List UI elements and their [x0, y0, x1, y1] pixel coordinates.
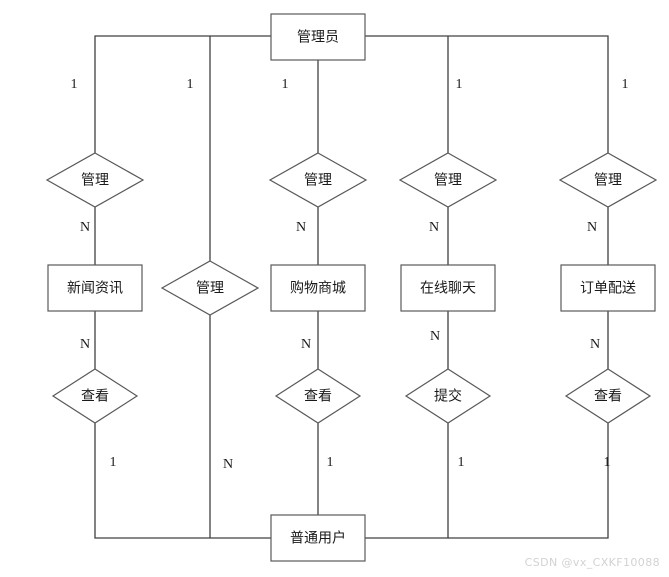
relationship-label-view-mall: 查看 — [304, 388, 332, 404]
entity-box-order — [560, 264, 656, 312]
cardinality-card-user-order-1: 1 — [604, 455, 611, 470]
relationship-diamond-manage-mall — [268, 152, 368, 208]
entity-order[interactable]: 订单配送 — [560, 264, 656, 312]
entity-box-admin — [270, 13, 366, 61]
connector-view-order-to-user — [448, 423, 609, 539]
relationship-view-order[interactable]: 查看 — [564, 368, 652, 424]
entity-box-mall — [270, 264, 366, 312]
relationship-diamond-manage-chat — [398, 152, 498, 208]
cardinality-card-admin-user-1: 1 — [187, 77, 194, 92]
relationship-manage-mall[interactable]: 管理 — [268, 152, 368, 208]
entity-label-news: 新闻资讯 — [67, 280, 123, 296]
relationship-manage-order[interactable]: 管理 — [558, 152, 658, 208]
entity-label-user: 普通用户 — [290, 530, 346, 546]
entity-label-mall: 购物商城 — [290, 280, 346, 296]
cardinality-card-admin-mall-1: 1 — [282, 77, 289, 92]
cardinality-card-user-mall-1: 1 — [327, 455, 334, 470]
relationship-view-mall[interactable]: 查看 — [274, 368, 362, 424]
cardinality-card-mall-n: N — [296, 220, 306, 235]
connector-view-news-to-user — [94, 423, 271, 539]
entity-label-admin: 管理员 — [297, 29, 339, 45]
cardinality-card-admin-order-1: 1 — [622, 77, 629, 92]
relationship-diamond-view-news — [51, 368, 139, 424]
relationship-diamond-view-mall — [274, 368, 362, 424]
relationship-manage-user[interactable]: 管理 — [160, 260, 260, 316]
entity-box-chat — [400, 264, 496, 312]
entity-chat[interactable]: 在线聊天 — [400, 264, 496, 312]
relationship-diamond-submit-chat — [404, 368, 492, 424]
relationship-diamond-manage-news — [45, 152, 145, 208]
relationship-submit-chat[interactable]: 提交 — [404, 368, 492, 424]
cardinality-card-news-view-n: N — [80, 337, 90, 352]
relationships-layer: 管理管理管理管理管理查看查看提交查看 — [45, 152, 658, 424]
entity-admin[interactable]: 管理员 — [270, 13, 366, 61]
cardinality-card-user-news-1: 1 — [110, 455, 117, 470]
relationship-view-news[interactable]: 查看 — [51, 368, 139, 424]
entity-box-user — [270, 514, 366, 562]
entity-user[interactable]: 普通用户 — [270, 514, 366, 562]
relationship-label-manage-order: 管理 — [594, 172, 622, 188]
cardinality-card-mall-view-n: N — [301, 337, 311, 352]
csdn-watermark: CSDN @vx_CXKF10088 — [524, 556, 660, 569]
relationship-diamond-manage-user — [160, 260, 260, 316]
entity-box-news — [47, 264, 143, 312]
cardinality-card-user-manage-n: N — [223, 457, 233, 472]
relationship-manage-news[interactable]: 管理 — [45, 152, 145, 208]
relationship-label-manage-news: 管理 — [81, 172, 109, 188]
relationship-label-view-news: 查看 — [81, 388, 109, 404]
entity-mall[interactable]: 购物商城 — [270, 264, 366, 312]
entity-label-order: 订单配送 — [580, 280, 636, 296]
relationship-label-manage-chat: 管理 — [434, 172, 462, 188]
cardinality-card-user-chat-1: 1 — [458, 455, 465, 470]
relationship-manage-chat[interactable]: 管理 — [398, 152, 498, 208]
relationship-diamond-view-order — [564, 368, 652, 424]
cardinality-card-chat-n: N — [429, 220, 439, 235]
connector-submit-chat-to-user — [365, 423, 449, 539]
relationship-diamond-manage-order — [558, 152, 658, 208]
entity-news[interactable]: 新闻资讯 — [47, 264, 143, 312]
relationship-label-manage-user: 管理 — [196, 280, 224, 296]
relationship-label-view-order: 查看 — [594, 388, 622, 404]
connector-admin-to-right-bus — [365, 35, 609, 153]
connectors-layer — [94, 35, 609, 539]
cardinality-card-chat-sub-n: N — [430, 329, 440, 344]
relationship-label-manage-mall: 管理 — [304, 172, 332, 188]
cardinality-card-admin-news-1: 1 — [71, 77, 78, 92]
connector-admin-to-left-bus — [94, 35, 271, 153]
relationship-label-submit-chat: 提交 — [434, 388, 462, 404]
cardinality-card-news-n: N — [80, 220, 90, 235]
cardinality-card-admin-chat-1: 1 — [456, 77, 463, 92]
entity-label-chat: 在线聊天 — [420, 280, 476, 296]
cardinality-card-order-view-n: N — [590, 337, 600, 352]
cardinality-card-order-n: N — [587, 220, 597, 235]
